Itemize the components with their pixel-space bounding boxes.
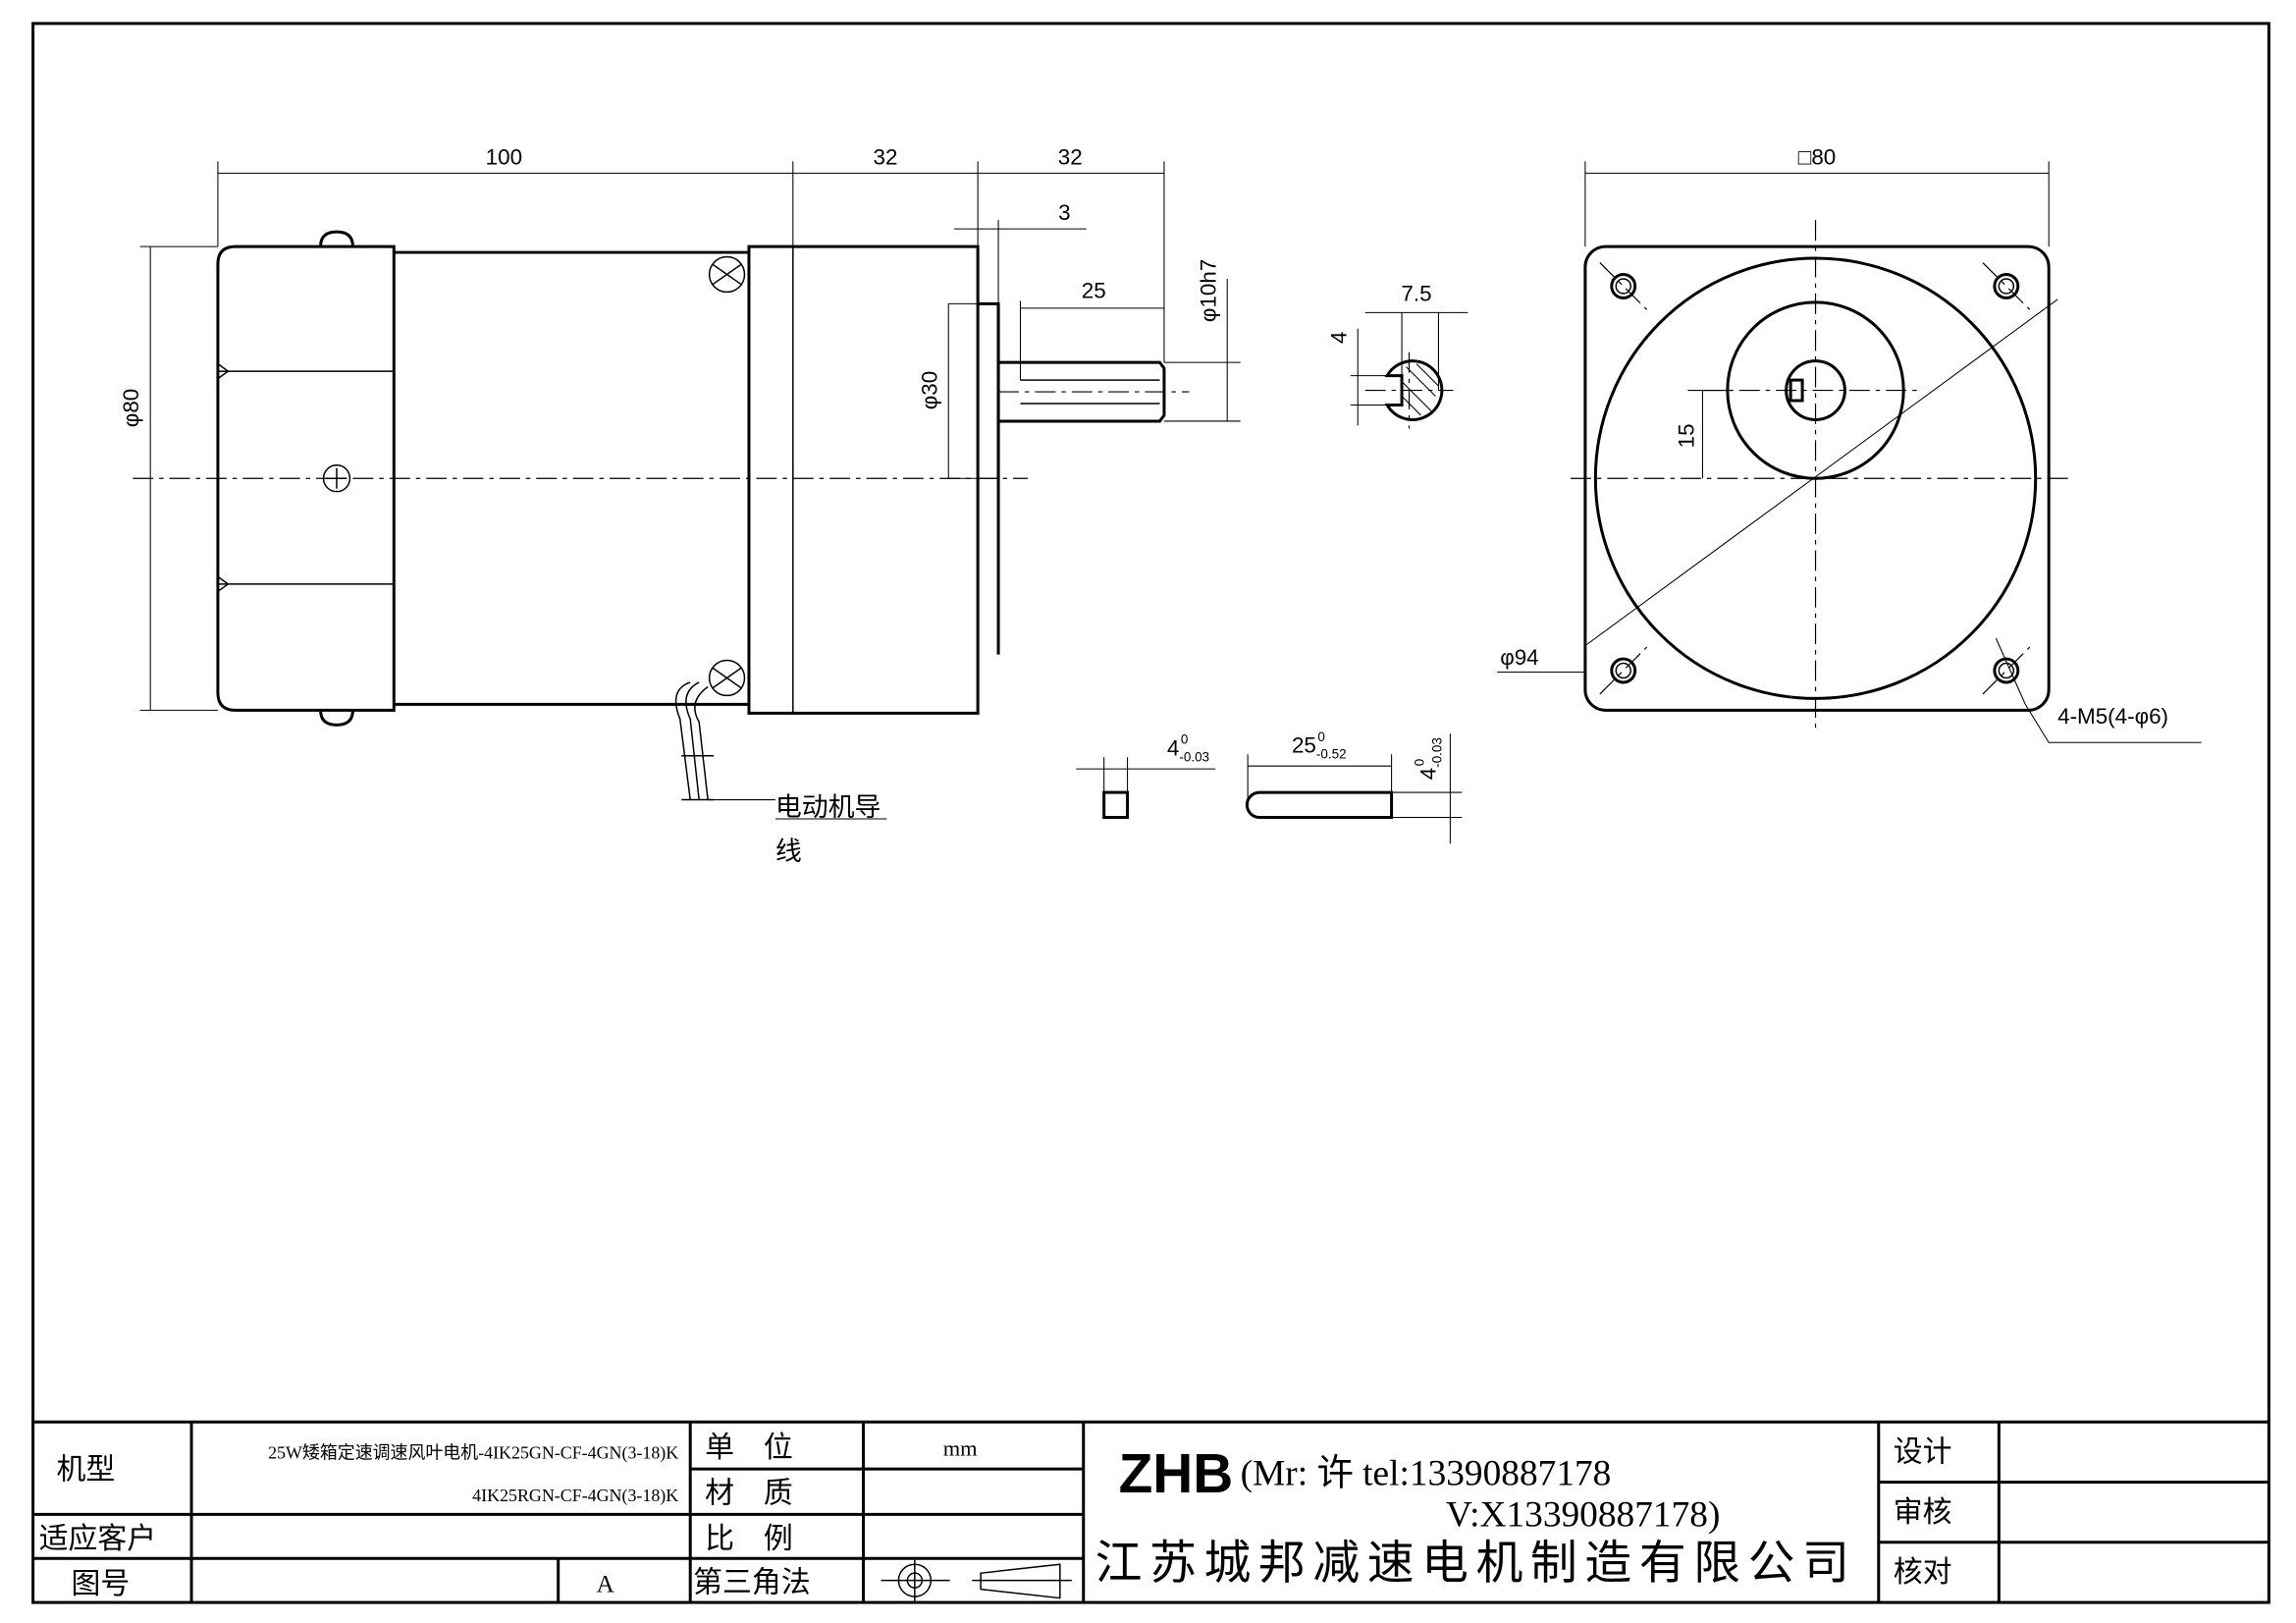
model-label: 机型 [57,1453,116,1488]
mounting-holes [1599,262,2031,695]
shaft-section: 7.5 4 [1326,281,1468,429]
review-label: 审核 [1894,1495,1952,1530]
unit-label: 单 位 [705,1431,793,1465]
contact-line-2: V:X13390887178) [1446,1494,1720,1535]
unit-value: mm [943,1436,978,1461]
design-label: 设计 [1894,1435,1952,1470]
contact-line-1: (Mr: 许 tel:13390887178 [1241,1454,1612,1494]
dim-bolt-circle: φ94 [1500,645,1538,670]
wire-label-2: 线 [775,837,802,867]
title-block: 机型 25W矮箱定速调速风叶电机-4IK25GN-CF-4GN(3-18)K 4… [32,1420,2269,1603]
key-length: 250-0.52 [1292,730,1347,762]
dim-body-length: 100 [486,144,522,169]
dim-section-width: 7.5 [1401,281,1431,305]
company-name: 江苏城邦减速电机制造有限公司 [1095,1537,1849,1591]
sheet-frame [31,22,2270,1604]
dim-shaft-dia: φ10h7 [1196,259,1220,322]
front-view: □80 φ94 15 4-M5(4-φ6) [1497,144,2202,743]
brand-logo: ZHB [1119,1443,1234,1505]
dim-body-dia: φ80 [119,389,143,427]
material-label: 材 质 [705,1476,793,1510]
key-views: 40-0.03 250-0.52 40-0.03 [1076,730,1463,844]
dim-section-key: 4 [1326,332,1351,344]
dim-offset: 15 [1674,423,1698,448]
customer-label: 适应客户 [39,1522,157,1556]
wire-label: 电动机导 [775,792,881,823]
key-height: 40-0.03 [1412,737,1444,780]
revision: A [597,1571,615,1598]
dim-square: □80 [1798,144,1836,169]
dim-gearbox-length: 32 [874,144,898,169]
key-width: 40-0.03 [1167,732,1209,765]
dim-flange: 3 [1058,200,1070,225]
dim-holes: 4-M5(4-φ6) [2057,704,2168,729]
model-line-2: 4IK25RGN-CF-4GN(3-18)K [472,1486,678,1506]
model-line-1: 25W矮箱定速调速风叶电机-4IK25GN-CF-4GN(3-18)K [268,1443,678,1464]
projection-label: 第三角法 [693,1566,811,1600]
scale-label: 比 例 [705,1522,793,1556]
drawing-no-label: 图号 [71,1567,130,1601]
check-label: 核对 [1894,1555,1952,1590]
side-view: 100 32 32 3 25 φ10h7 φ30 φ80 电动机导 线 [119,144,1241,867]
dim-key-length: 25 [1082,278,1106,302]
dim-shaft-length: 32 [1058,144,1083,169]
dim-pilot-dia: φ30 [917,371,941,409]
third-angle-projection-symbol [881,1558,1072,1603]
